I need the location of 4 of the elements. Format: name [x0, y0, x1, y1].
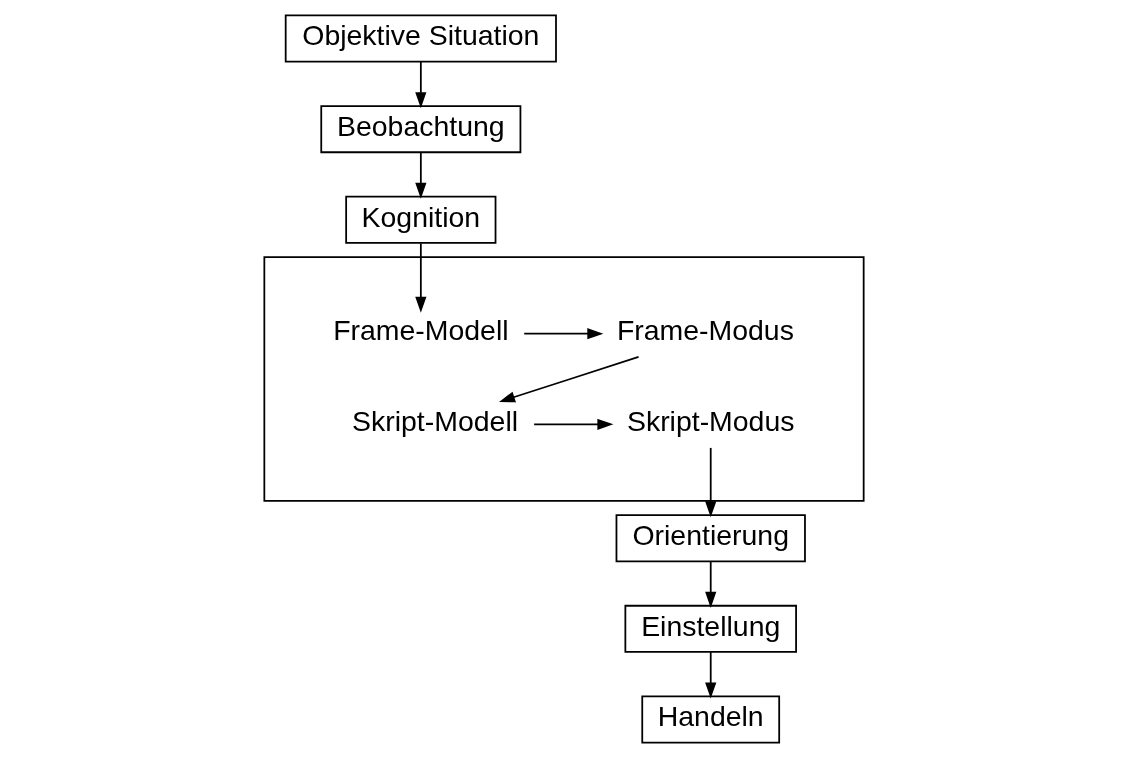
node-text: Frame-Modell — [332, 314, 509, 347]
node-text: Frame-Modus — [616, 314, 794, 347]
node-text: Skript-Modell — [351, 405, 518, 438]
node-text: Skript-Modus — [626, 405, 794, 438]
